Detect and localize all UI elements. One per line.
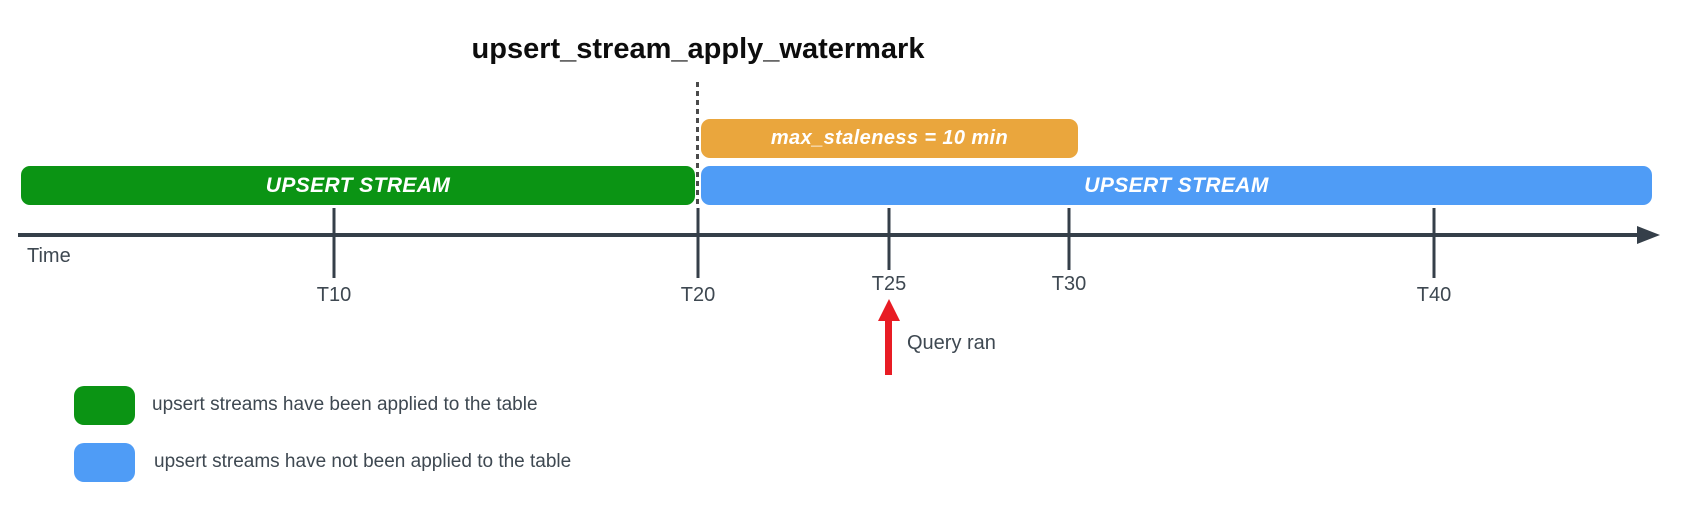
tick-t25: [887, 208, 891, 270]
time-axis-label: Time: [27, 245, 71, 267]
arrow-up-icon: [878, 299, 900, 321]
tick-label-t20: T20: [680, 284, 716, 306]
query-ran-label: Query ran: [907, 332, 996, 354]
arrow-right-icon: [1637, 226, 1660, 244]
tick-t10: [332, 208, 336, 278]
tick-label-t40: T40: [1416, 284, 1452, 306]
query-ran-arrow: [885, 319, 892, 375]
watermark-dashed-line: [696, 82, 699, 205]
tick-t20: [696, 208, 700, 278]
tick-label-t10: T10: [316, 284, 352, 306]
applied-upsert-stream-bar-label: UPSERT STREAM: [265, 173, 451, 197]
tick-label-t25: T25: [871, 273, 907, 295]
applied-upsert-stream-bar: UPSERT STREAM: [21, 166, 695, 205]
time-axis-line: [18, 233, 1642, 237]
page-title: upsert_stream_apply_watermark: [471, 33, 925, 65]
max-staleness-bar-label: max_staleness = 10 min: [770, 127, 1009, 149]
unapplied-upsert-stream-bar: UPSERT STREAM: [701, 166, 1652, 205]
legend-label-unapplied: upsert streams have not been applied to …: [154, 451, 572, 472]
unapplied-upsert-stream-bar-label: UPSERT STREAM: [1084, 173, 1269, 197]
legend-swatch-applied: [74, 386, 135, 425]
max-staleness-bar: max_staleness = 10 min: [701, 119, 1078, 158]
legend-swatch-unapplied: [74, 443, 135, 482]
tick-t30: [1067, 208, 1071, 270]
legend-label-applied: upsert streams have been applied to the …: [152, 394, 538, 415]
tick-label-t30: T30: [1051, 273, 1087, 295]
tick-t40: [1432, 208, 1436, 278]
